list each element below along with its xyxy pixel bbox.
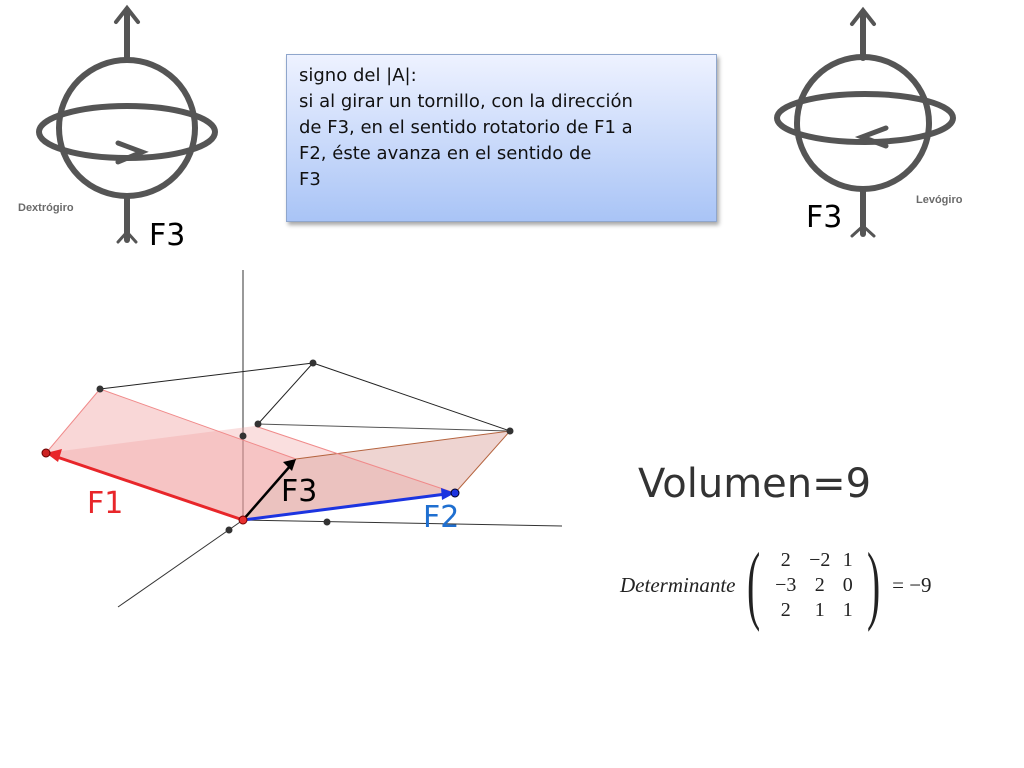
f2-label: F2 bbox=[423, 500, 460, 535]
determinant-result: = −9 bbox=[892, 572, 932, 597]
determinant-expression: Determinante ( 2 −2 1 −3 2 0 2 1 1 ) = −… bbox=[620, 536, 932, 633]
right-tail bbox=[850, 223, 876, 238]
right-ring bbox=[774, 91, 956, 145]
left-f3-label: F3 bbox=[149, 218, 186, 253]
matrix-cell: 1 bbox=[842, 548, 853, 571]
edge-top-2 bbox=[312, 362, 511, 432]
dextrogiro-label: Dextrógiro bbox=[18, 202, 74, 214]
edge-top-1 bbox=[99, 362, 314, 390]
f2-vector bbox=[242, 492, 447, 522]
matrix-cell: 2 bbox=[780, 548, 791, 571]
volume-text: Volumen=9 bbox=[638, 461, 872, 507]
f2-arrowhead bbox=[441, 488, 455, 500]
levogiro-label: Levógiro bbox=[916, 194, 963, 206]
vertex bbox=[254, 420, 262, 428]
edge-vert-back bbox=[257, 362, 314, 425]
right-arrowhead-top bbox=[850, 6, 876, 26]
left-paren: ( bbox=[747, 536, 761, 633]
explanation-line: signo del |A|: bbox=[299, 65, 417, 86]
matrix-cell: 0 bbox=[842, 573, 853, 596]
right-ring-arrow bbox=[854, 125, 889, 149]
matrix-cell: −3 bbox=[775, 573, 797, 596]
vertex bbox=[239, 432, 247, 440]
determinant-word: Determinante bbox=[620, 572, 736, 597]
matrix-cell: 1 bbox=[842, 598, 853, 621]
explanation-line: F2, éste avanza en el sentido de bbox=[299, 143, 592, 164]
f1-label: F1 bbox=[87, 486, 124, 521]
origin-point bbox=[238, 515, 248, 525]
explanation-line: F3 bbox=[299, 169, 321, 190]
left-arrowhead-top bbox=[114, 4, 140, 24]
vertex bbox=[323, 518, 331, 526]
vertex bbox=[506, 427, 514, 435]
y-axis bbox=[242, 519, 563, 527]
f3-vector bbox=[242, 464, 292, 521]
vertex bbox=[225, 526, 233, 534]
matrix-cell: 2 bbox=[814, 573, 825, 596]
right-paren: ) bbox=[866, 536, 881, 633]
left-tail bbox=[116, 229, 138, 244]
edge-f1-far bbox=[254, 425, 456, 494]
left-ring-arrow bbox=[115, 140, 149, 165]
matrix-cell: 1 bbox=[814, 598, 825, 621]
f3-label: F3 bbox=[281, 474, 318, 509]
base-face bbox=[46, 426, 455, 520]
matrix-cell: −2 bbox=[809, 548, 831, 571]
explanation-line: de F3, en el sentido rotatorio de F1 a bbox=[299, 117, 633, 138]
f1-endpoint bbox=[41, 448, 51, 458]
f1-vector bbox=[53, 454, 244, 522]
explanation-box: signo del |A|: si al girar un tornillo, … bbox=[286, 54, 717, 222]
vertex bbox=[96, 385, 104, 393]
right-f3-label: F3 bbox=[806, 200, 843, 235]
f2-endpoint bbox=[450, 488, 460, 498]
f3-arrowhead bbox=[283, 459, 296, 471]
x-axis bbox=[117, 519, 244, 608]
explanation-line: si al girar un tornillo, con la direcció… bbox=[299, 91, 633, 112]
vertex bbox=[309, 359, 317, 367]
determinant-matrix: 2 −2 1 −3 2 0 2 1 1 bbox=[769, 549, 859, 622]
edge-back bbox=[257, 423, 511, 432]
matrix-cell: 2 bbox=[780, 598, 791, 621]
